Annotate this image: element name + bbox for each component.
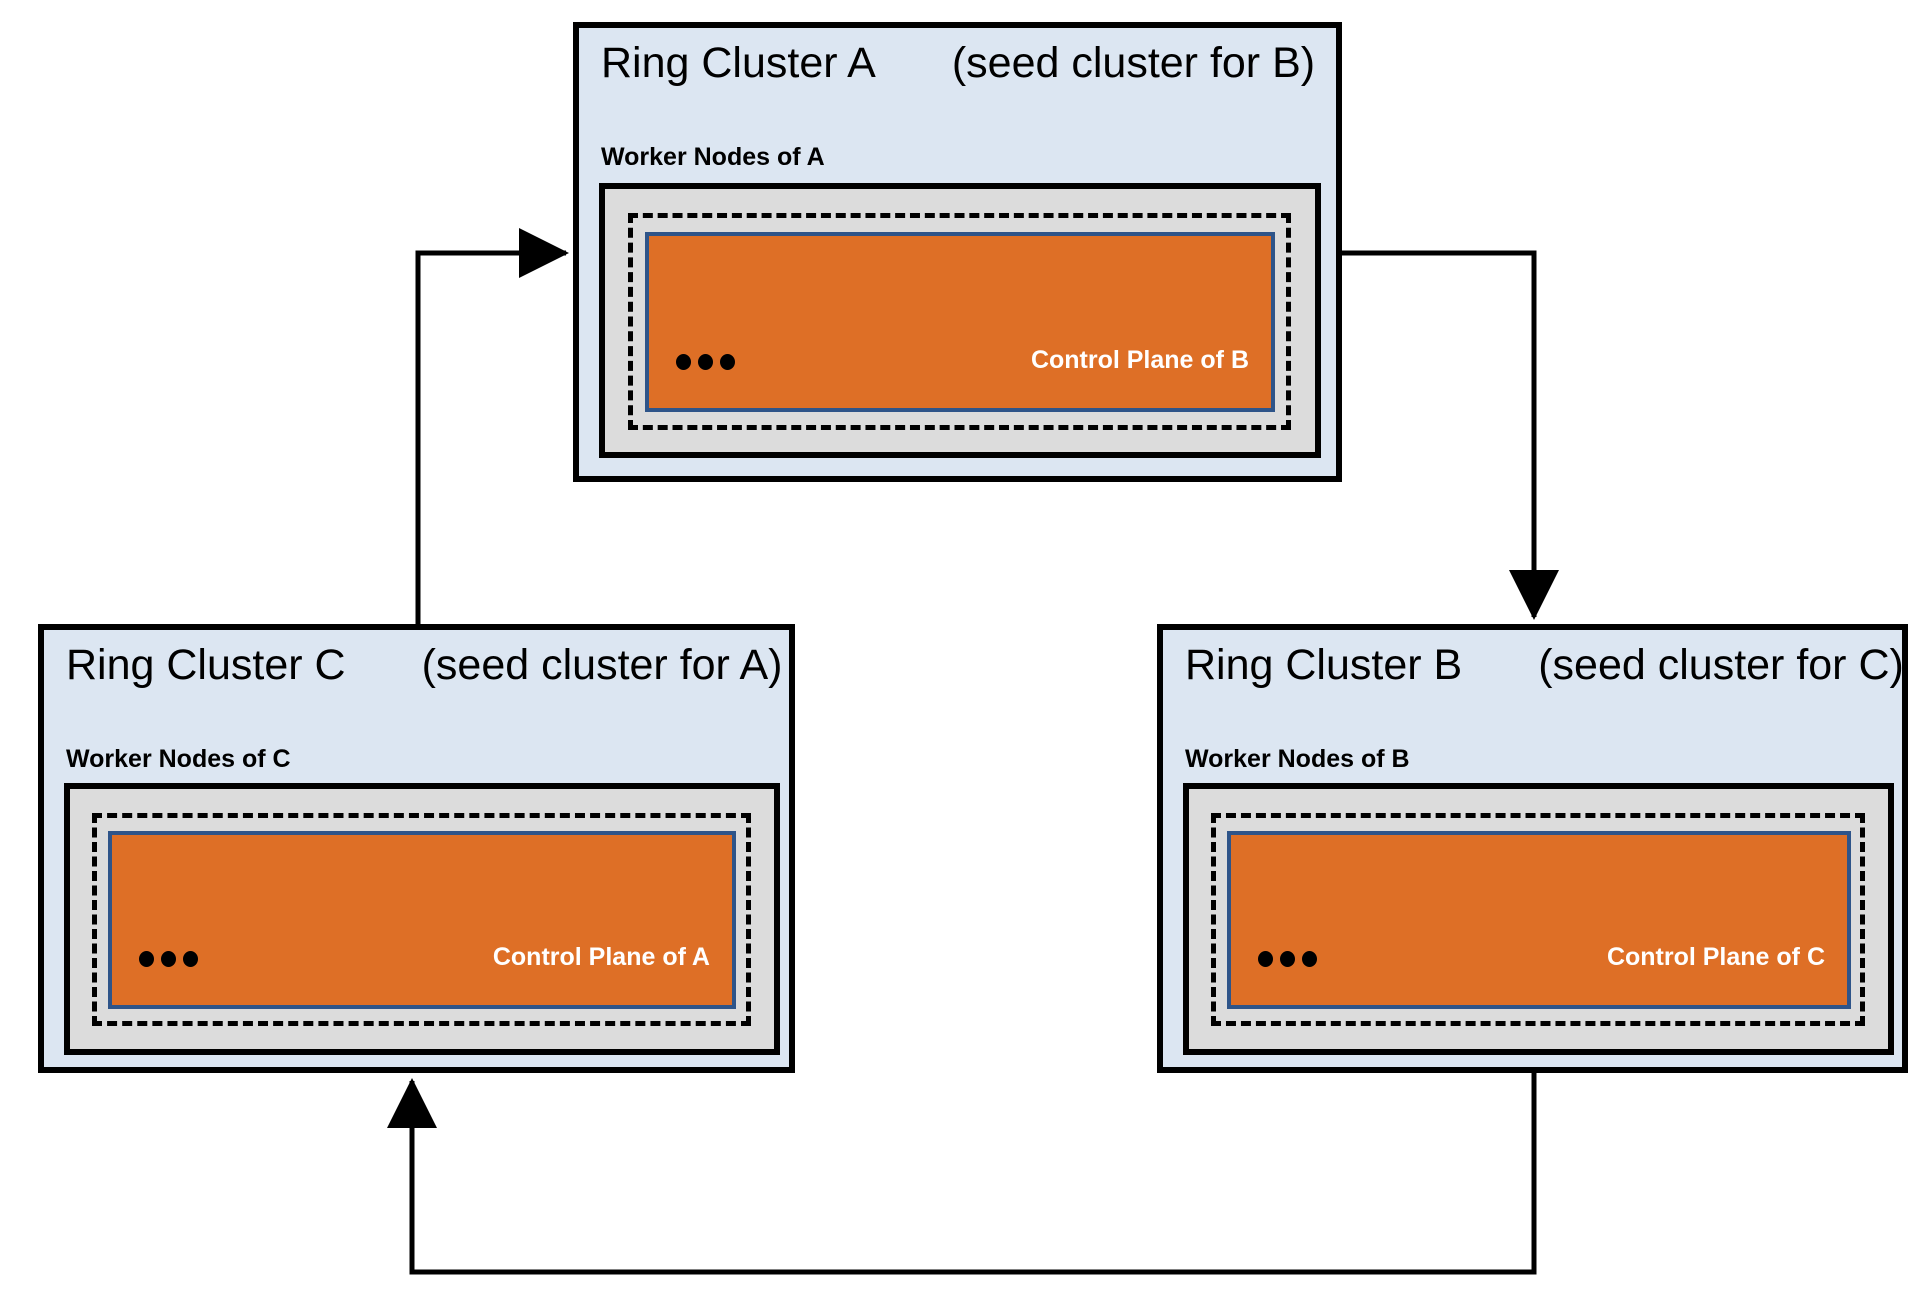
cluster-c-worker-box[interactable]: Control Plane of A (64, 783, 780, 1055)
cluster-a-name: Ring Cluster A (601, 39, 876, 87)
cluster-b-control-plane-label: Control Plane of C (1606, 943, 1825, 971)
cluster-a-worker-label: Worker Nodes of A (601, 143, 825, 171)
cluster-b-worker-box[interactable]: Control Plane of C (1183, 783, 1894, 1055)
cluster-b-ellipsis-dots (1258, 951, 1317, 967)
cluster-b-control-plane[interactable]: Control Plane of C (1227, 831, 1851, 1009)
cluster-a-control-plane[interactable]: Control Plane of B (645, 232, 1275, 412)
cluster-b-title: Ring Cluster B (seed cluster for C) (1185, 644, 1904, 687)
cluster-c-worker-label: Worker Nodes of C (66, 745, 291, 773)
arrow-b-to-c (387, 1073, 1537, 1275)
cluster-a[interactable]: Ring Cluster A (seed cluster for B) Worke… (573, 22, 1342, 482)
cluster-a-seed-note: (seed cluster for B) (951, 39, 1316, 87)
cluster-a-title: Ring Cluster A (seed cluster for B) (601, 42, 1315, 85)
arrow-a-to-b (1342, 250, 1559, 621)
cluster-b[interactable]: Ring Cluster B (seed cluster for C) Worke… (1157, 624, 1908, 1073)
cluster-b-dashed-frame (1211, 813, 1865, 1026)
cluster-c-control-plane[interactable]: Control Plane of A (108, 831, 736, 1009)
cluster-c[interactable]: Ring Cluster C (seed cluster for A) Worke… (38, 624, 795, 1073)
cluster-c-title: Ring Cluster C (seed cluster for A) (66, 644, 782, 687)
arrow-c-to-a (415, 228, 570, 624)
cluster-c-seed-note: (seed cluster for A) (421, 641, 783, 689)
cluster-c-dashed-frame (92, 813, 751, 1026)
cluster-a-dashed-frame (628, 213, 1291, 430)
cluster-a-ellipsis-dots (676, 354, 735, 370)
cluster-b-name: Ring Cluster B (1185, 641, 1463, 689)
cluster-a-control-plane-label: Control Plane of B (1030, 346, 1249, 374)
cluster-c-ellipsis-dots (139, 951, 198, 967)
cluster-b-seed-note: (seed cluster for C) (1538, 641, 1904, 689)
cluster-c-name: Ring Cluster C (66, 641, 346, 689)
cluster-a-worker-box[interactable]: Control Plane of B (599, 183, 1321, 458)
cluster-c-control-plane-label: Control Plane of A (492, 943, 710, 971)
cluster-b-worker-label: Worker Nodes of B (1185, 745, 1410, 773)
